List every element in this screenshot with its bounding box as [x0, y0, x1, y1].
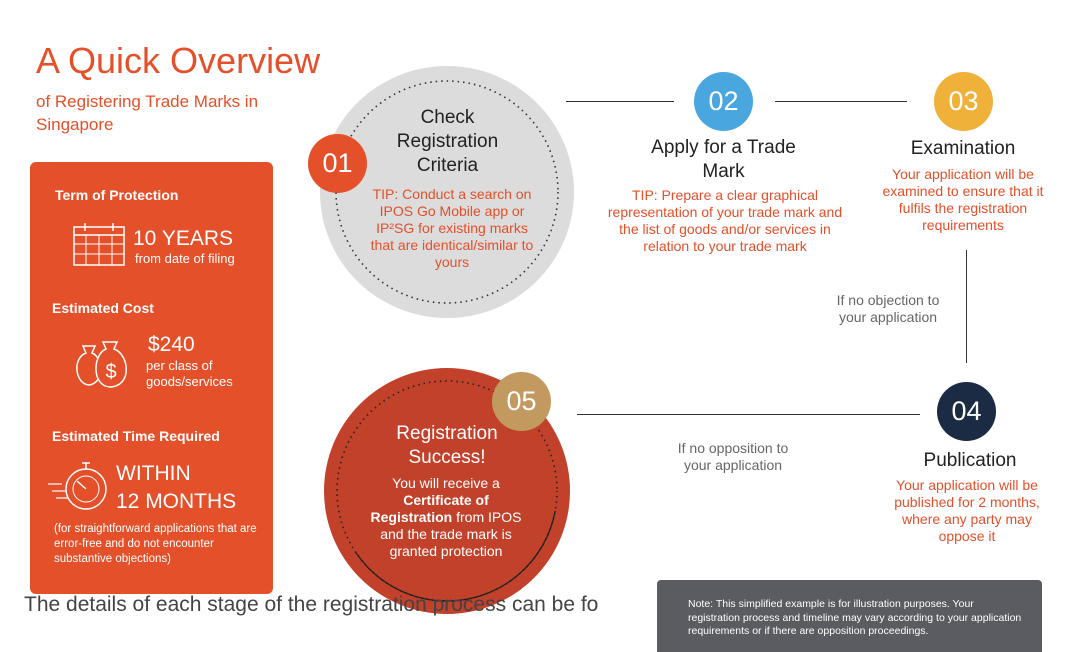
step-05-desc-bold: Certificate of Registration [370, 492, 489, 525]
cost-value: $240 [148, 333, 195, 356]
term-heading: Term of Protection [55, 187, 179, 203]
time-value-2: 12 MONTHS [116, 490, 237, 513]
step-04-number: 04 [951, 396, 982, 426]
condition-no-objection: If no objection to your application [836, 292, 940, 325]
step-05-desc-post: from IPOS and the trade mark is granted … [380, 509, 522, 559]
term-sub: from date of filing [135, 251, 235, 266]
step-05-desc-pre: You will receive a [392, 475, 500, 491]
cost-heading: Estimated Cost [52, 300, 154, 316]
money-bag-icon: $ [76, 341, 127, 388]
connector-02-03 [775, 101, 907, 102]
step-02-badge: 02 [694, 72, 753, 131]
disclaimer-note: Note: This simplified example is for ill… [657, 580, 1042, 652]
step-02-title: Apply for a Trade Mark [651, 137, 796, 182]
step-04-title: Publication [923, 450, 1017, 471]
step-03-desc: Your application will be examined to ens… [882, 166, 1044, 233]
step-03-badge: 03 [934, 72, 993, 131]
calendar-icon [73, 223, 125, 266]
step-03-title: Examination [910, 138, 1016, 159]
step-05-desc: You will receive a Certificate of Regist… [362, 475, 530, 560]
time-note: (for straightforward applications that a… [54, 523, 257, 565]
step-05-ring [336, 380, 558, 602]
term-value: 10 YEARS [133, 227, 234, 250]
page-title: A Quick Overview [36, 40, 321, 81]
step-05-badge: 05 [492, 372, 551, 431]
step-02-number: 02 [708, 86, 739, 116]
cost-sub: per class of goods/services [146, 358, 233, 389]
connector-04-05 [577, 414, 920, 415]
footer-text: The details of each stage of the registr… [24, 593, 599, 616]
step-04-badge: 04 [937, 382, 996, 441]
step-05-title: Registration Success! [396, 423, 498, 468]
condition-no-opposition: If no opposition to your application [677, 440, 789, 473]
step-01-number: 01 [322, 148, 353, 178]
summary-panel: Term of Protection 10 YEARS from date of… [30, 162, 273, 594]
step-03-number: 03 [948, 86, 979, 116]
step-01-badge: 01 [308, 134, 367, 193]
step-05-number: 05 [506, 386, 537, 416]
stopwatch-icon [48, 462, 107, 510]
time-heading: Estimated Time Required [52, 428, 220, 444]
step-01-title: Check Registration Criteria [396, 107, 499, 176]
connector-01-02 [566, 101, 674, 102]
svg-text:$: $ [105, 361, 116, 383]
connector-03-04 [966, 250, 967, 363]
step-02-desc: TIP: Prepare a clear graphical represent… [607, 187, 843, 254]
step-01-desc: TIP: Conduct a search on IPOS Go Mobile … [370, 186, 534, 270]
step-01-circle [320, 66, 574, 318]
page-subtitle: of Registering Trade Marks in Singapore [36, 92, 259, 134]
step-01-dotted-ring [335, 80, 559, 304]
time-value-1: WITHIN [116, 462, 191, 485]
step-04-desc: Your application will be published for 2… [894, 477, 1040, 544]
